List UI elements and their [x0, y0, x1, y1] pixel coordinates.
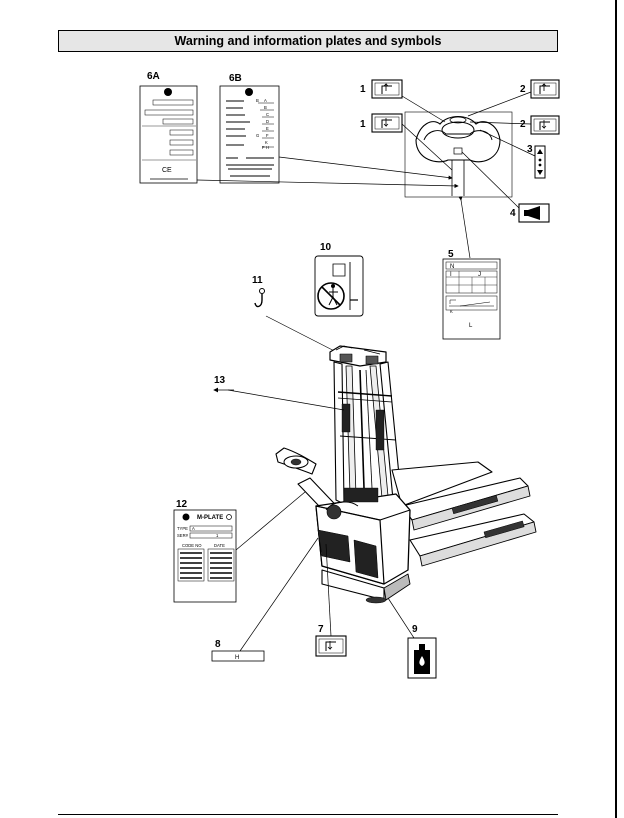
- pallet-stacker-drawing: [275, 345, 537, 604]
- plate-6a: CE: [139, 85, 198, 184]
- callout-3: 3: [527, 144, 533, 155]
- svg-text:TYPE: TYPE: [177, 526, 188, 531]
- svg-text:1: 1: [216, 533, 219, 538]
- svg-text:DATE: DATE: [214, 543, 225, 548]
- callout-8: 8: [215, 639, 221, 650]
- svg-text:H: H: [235, 655, 239, 661]
- svg-text:N: N: [450, 264, 454, 270]
- plate-5-capacity: N I J K L: [442, 258, 501, 340]
- callout-6b: 6B: [229, 73, 242, 84]
- svg-text:H: H: [266, 145, 269, 150]
- svg-text:M-PLATE: M-PLATE: [197, 515, 223, 521]
- horn-icon: [518, 203, 550, 223]
- page-title: Warning and information plates and symbo…: [58, 30, 558, 52]
- svg-text:SER#: SER#: [177, 533, 189, 538]
- page-edge-rule: [615, 0, 617, 818]
- lift-up-icon-right: [530, 79, 560, 99]
- lower-down-icon-7: [315, 635, 347, 657]
- footer-rule: [58, 814, 558, 815]
- callout-13: 13: [214, 375, 226, 386]
- lower-down-icon: [371, 113, 403, 133]
- plate-12-maintenance: M-PLATE TYPE A SER# 1 CODE NO DATE: [173, 509, 237, 603]
- svg-text:J: J: [478, 272, 481, 278]
- callout-11: 11: [252, 275, 263, 286]
- svg-text:C: C: [266, 112, 269, 117]
- svg-text:B: B: [264, 105, 267, 110]
- svg-text:K: K: [450, 309, 453, 314]
- callout-12: 12: [176, 499, 188, 510]
- plate-8: H: [211, 650, 265, 662]
- callout-1-bottom: 1: [360, 119, 366, 130]
- travel-direction-icon: [534, 145, 546, 179]
- svg-text:G: G: [256, 133, 259, 138]
- ce-mark: CE: [162, 167, 172, 174]
- svg-text:B: B: [256, 98, 259, 103]
- callout-10: 10: [320, 242, 332, 253]
- svg-text:D: D: [266, 119, 269, 124]
- callout-2-bottom: 2: [520, 119, 526, 130]
- callout-6a: 6A: [147, 71, 160, 82]
- svg-text:L: L: [469, 323, 473, 329]
- hydraulic-oil-icon: [407, 637, 437, 679]
- callout-2-top: 2: [520, 84, 526, 95]
- svg-text:CODE NO: CODE NO: [182, 543, 202, 548]
- callout-9: 9: [412, 624, 418, 635]
- lower-down-icon-right: [530, 115, 560, 135]
- svg-text:A: A: [192, 526, 195, 531]
- no-standing-under-forks-icon: [314, 255, 364, 317]
- callout-5: 5: [448, 249, 454, 260]
- svg-text:F: F: [266, 133, 269, 138]
- svg-text:A: A: [264, 98, 267, 103]
- tiller-head-top-view: [404, 111, 513, 198]
- svg-text:I: I: [450, 272, 452, 278]
- callout-7: 7: [318, 624, 324, 635]
- callout-4: 4: [510, 208, 516, 219]
- plate-6b: B A B C D E F G K F H: [219, 85, 280, 184]
- svg-text:K: K: [265, 140, 268, 145]
- svg-text:E: E: [266, 126, 269, 131]
- callout-1-top: 1: [360, 84, 366, 95]
- svg-text:F: F: [262, 145, 265, 150]
- lifting-hook-icon: [254, 288, 265, 308]
- lift-up-icon: [371, 79, 403, 99]
